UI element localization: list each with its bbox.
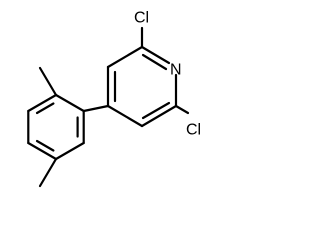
atom-n: N [170,62,182,79]
atom-cl-top: Cl [134,10,149,27]
double-bond-c5-c6 [141,101,171,120]
atom-cl-bottom: Cl [186,122,201,139]
xylyl-ring-bond-5 [54,141,85,161]
methyl-bond-top [38,66,58,97]
xylyl-ring-bond-1 [54,93,85,113]
xylyl-double-bond-1 [35,102,55,115]
xylyl-ring-bond-2 [27,93,58,113]
bond-c3-c2 [106,45,144,69]
methyl-bond-bottom [38,157,58,188]
bond-c6-cl-bottom [174,104,190,115]
xylyl-double-bond-2 [35,139,55,152]
bond-biaryl [82,104,110,113]
bond-c5-c4 [106,104,144,128]
bond-c2-n [140,45,171,65]
double-bond-c2-n [141,53,168,71]
bond-c6-c5 [140,104,178,128]
xylyl-ring-bond-4 [27,141,58,161]
